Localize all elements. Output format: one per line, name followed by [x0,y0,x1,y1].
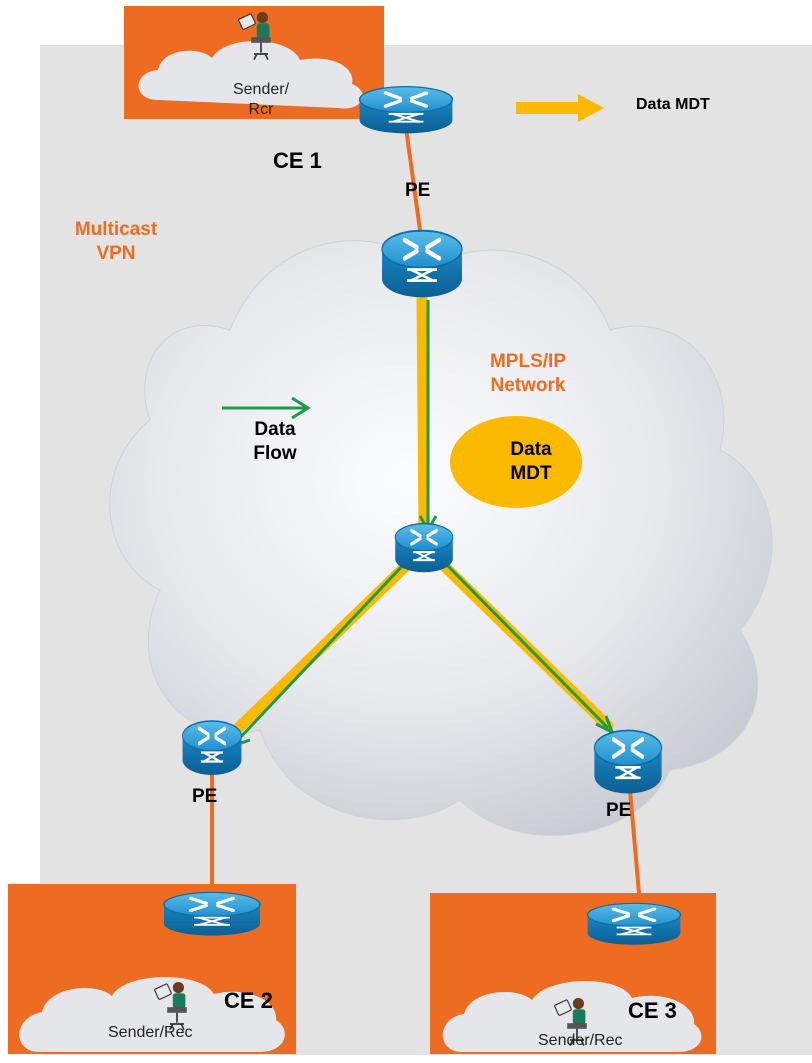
legend-data-mdt-arrow [516,94,604,122]
legend-data-mdt-label: Data MDT [636,96,710,113]
pe3-router-icon [594,731,661,794]
ce3-router-icon [585,901,683,947]
core-network-label: MPLS/IP Network [489,351,566,396]
site-ce2-cloud [19,976,285,1052]
pe1-label: PE [405,180,431,201]
link-pe3-ce3 [628,789,642,906]
ce2-label: CE 2 [224,988,273,1013]
p-router-icon [393,521,455,575]
data-mdt-bubble-label: Data MDT [510,439,552,484]
site3-user-label: Sender/Rec [538,1032,623,1049]
site-ce2 [8,884,296,1054]
site-ce1-cloud [138,40,363,109]
data-flow-indicator-arrowhead [291,396,311,420]
ce2-router-icon [162,890,262,938]
pe2-label: PE [192,786,218,807]
pe3-label: PE [606,800,632,821]
data-flow-label: Data Flow [253,419,297,464]
pe2-router-icon [180,719,244,777]
site1-user-label: Sender/ Rcr [232,81,290,118]
site-ce3-cloud [442,980,702,1052]
data-flow-p-pe2 [234,560,408,744]
legend-data-mdt [516,94,604,122]
multicast-vpn-label: Multicast VPN [74,219,158,264]
data-mdt-bubble [450,416,582,508]
attachment-links [210,127,642,906]
ce1-router-icon [357,84,455,136]
data-mdt-pe1-p [416,290,430,536]
ce3-label: CE 3 [628,998,677,1023]
ce1-label: CE 1 [273,148,322,173]
site2-user-label: Sender/Rec [108,1024,193,1041]
data-flow-indicator [222,396,311,420]
data-flow-p-pe3 [442,560,610,730]
pe1-router-icon [382,231,462,298]
link-ce1-pe [404,127,422,231]
